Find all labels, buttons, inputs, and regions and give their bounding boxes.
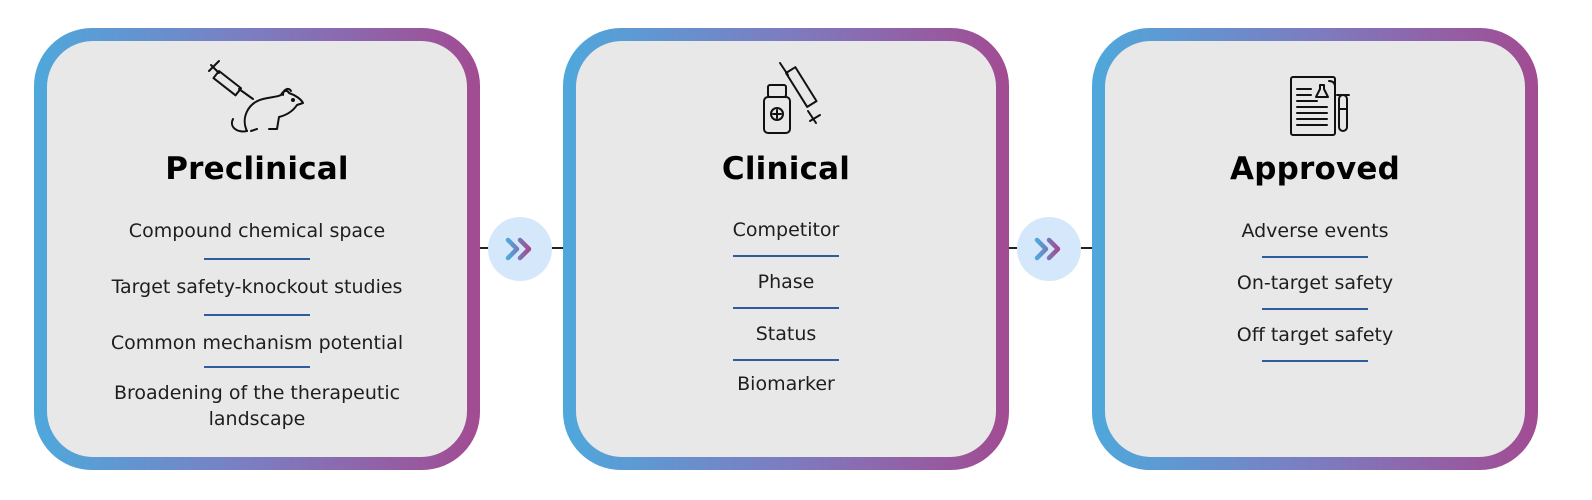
- next-stage-arrow: [488, 217, 552, 281]
- stage-card-approved: Approved Adverse events On-target safety…: [1092, 28, 1538, 470]
- item-separator: [204, 366, 310, 368]
- syringe-rat-icon: [208, 60, 304, 133]
- vial-syringe-icon: [763, 62, 821, 134]
- list-item: On-target safety: [1236, 272, 1394, 294]
- double-chevron-right-icon: [505, 237, 532, 261]
- list-item: Broadening of the therapeutic landscape: [113, 382, 401, 430]
- item-separator: [733, 359, 839, 361]
- stage-item-list: Compound chemical space Target safety-kn…: [47, 218, 467, 432]
- list-item: Target safety-knockout studies: [111, 276, 403, 298]
- item-separator: [733, 307, 839, 309]
- list-item: Compound chemical space: [128, 220, 386, 242]
- list-item: Adverse events: [1241, 220, 1389, 242]
- double-chevron-right-icon: [1034, 237, 1061, 261]
- list-item: Competitor: [732, 219, 840, 241]
- stage-card-preclinical: Preclinical Compound chemical space Targ…: [34, 28, 480, 470]
- item-separator: [204, 258, 310, 260]
- list-item: Off target safety: [1236, 324, 1394, 346]
- stage-item-list: Competitor Phase Status Biomarker: [576, 217, 996, 397]
- stage-title: Clinical: [721, 151, 851, 187]
- next-stage-arrow: [1017, 217, 1081, 281]
- list-item: Biomarker: [737, 373, 835, 395]
- item-separator: [1262, 360, 1368, 362]
- stage-item-list: Adverse events On-target safety Off targ…: [1105, 218, 1525, 362]
- stage-title: Approved: [1230, 151, 1400, 187]
- list-item: Common mechanism potential: [110, 332, 404, 354]
- stage-card-body: Preclinical Compound chemical space Targ…: [47, 41, 467, 457]
- stage-card-body: Clinical Competitor Phase Status Biomark…: [576, 41, 996, 457]
- stage-card-clinical: Clinical Competitor Phase Status Biomark…: [563, 28, 1009, 470]
- list-item: Phase: [757, 271, 815, 293]
- stage-card-body: Approved Adverse events On-target safety…: [1105, 41, 1525, 457]
- connector-line: [1009, 247, 1019, 249]
- item-separator: [204, 314, 310, 316]
- item-separator: [1262, 308, 1368, 310]
- stage-title: Preclinical: [165, 151, 349, 187]
- item-separator: [1262, 256, 1368, 258]
- connector-line: [1081, 247, 1093, 249]
- connector-line: [552, 247, 564, 249]
- list-item: Status: [755, 323, 817, 345]
- report-test-tube-icon: [1290, 76, 1350, 136]
- connector-line: [480, 247, 490, 249]
- item-separator: [733, 255, 839, 257]
